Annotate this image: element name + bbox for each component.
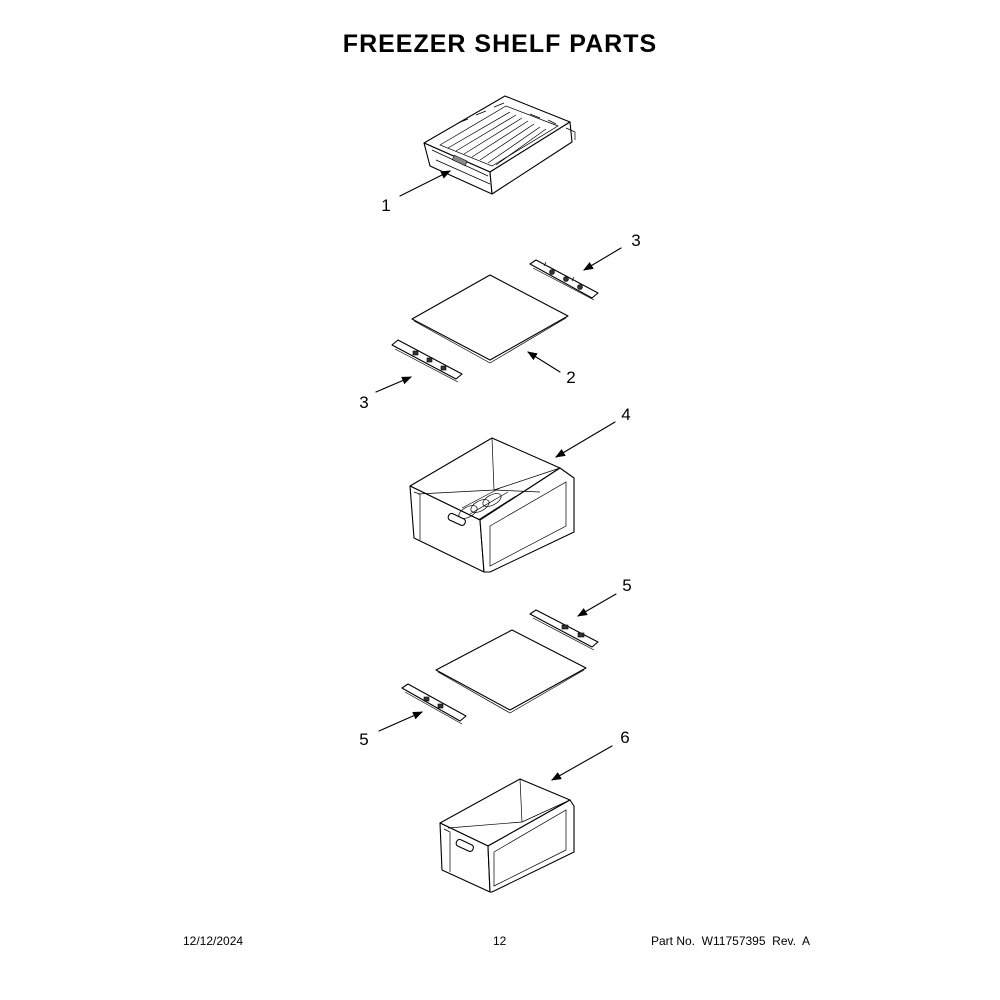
arrow-5b [378,711,423,732]
callout-1: 1 [381,196,391,215]
callout-arrows [375,170,622,781]
arrow-1 [399,170,451,197]
callout-3-upper: 3 [631,231,641,250]
part-1-upper-basket [423,95,576,195]
callout-5-lower: 5 [359,730,369,749]
part-3-upper-right-rail [529,259,599,301]
arrow-2 [527,351,561,373]
arrow-6 [551,745,613,781]
page-title: FREEZER SHELF PARTS [342,30,658,58]
part-5-lower-glass-shelf [435,629,587,714]
callout-3-lower: 3 [359,393,369,412]
part-3-lower-left-rail [391,339,463,383]
callout-6: 6 [620,728,630,747]
footer-part-number: Part No. W11757395 Rev. A [651,934,810,948]
callout-5-upper: 5 [622,576,632,595]
part-4-upper-drawer-bin [409,437,575,573]
part-5-lower-left-rail [401,683,467,725]
callout-2: 2 [566,368,576,387]
arrow-5a [577,593,617,617]
arrow-4 [555,421,616,458]
part-2-upper-glass-shelf [411,274,569,364]
footer-page-number: 12 [493,934,507,948]
arrow-3b [375,376,412,393]
part-6-lower-drawer-bin [439,778,575,893]
callout-4: 4 [621,405,631,424]
part-5-upper-right-rail [529,609,599,651]
footer-date: 12/12/2024 [183,934,244,948]
arrow-3a [583,247,622,271]
